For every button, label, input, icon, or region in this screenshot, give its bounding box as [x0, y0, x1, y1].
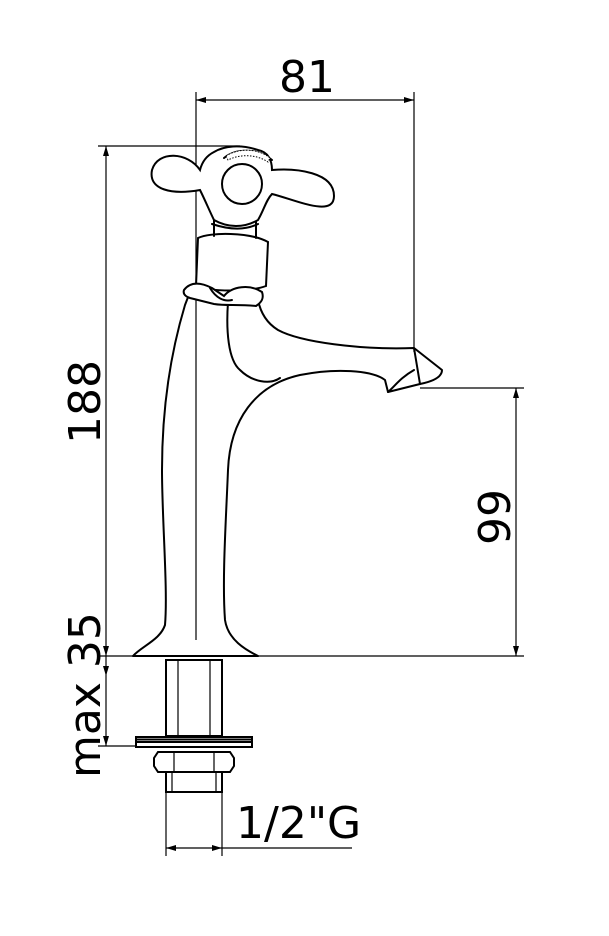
dimension-label-thread: 1/2"G — [236, 798, 361, 849]
tap-shank — [135, 659, 253, 793]
dimension-label-188: 188 — [60, 360, 111, 444]
dimension-height-188: 188 — [60, 145, 240, 656]
dimension-label-max-35: max 35 — [60, 612, 111, 778]
dimension-thread: 1/2"G — [165, 790, 361, 856]
dimension-label-99: 99 — [470, 489, 521, 545]
dimension-label-81: 81 — [279, 52, 335, 103]
tap-body — [132, 145, 443, 657]
dimension-height-99: 99 — [420, 387, 524, 656]
dimension-max-35: max 35 — [60, 612, 160, 778]
